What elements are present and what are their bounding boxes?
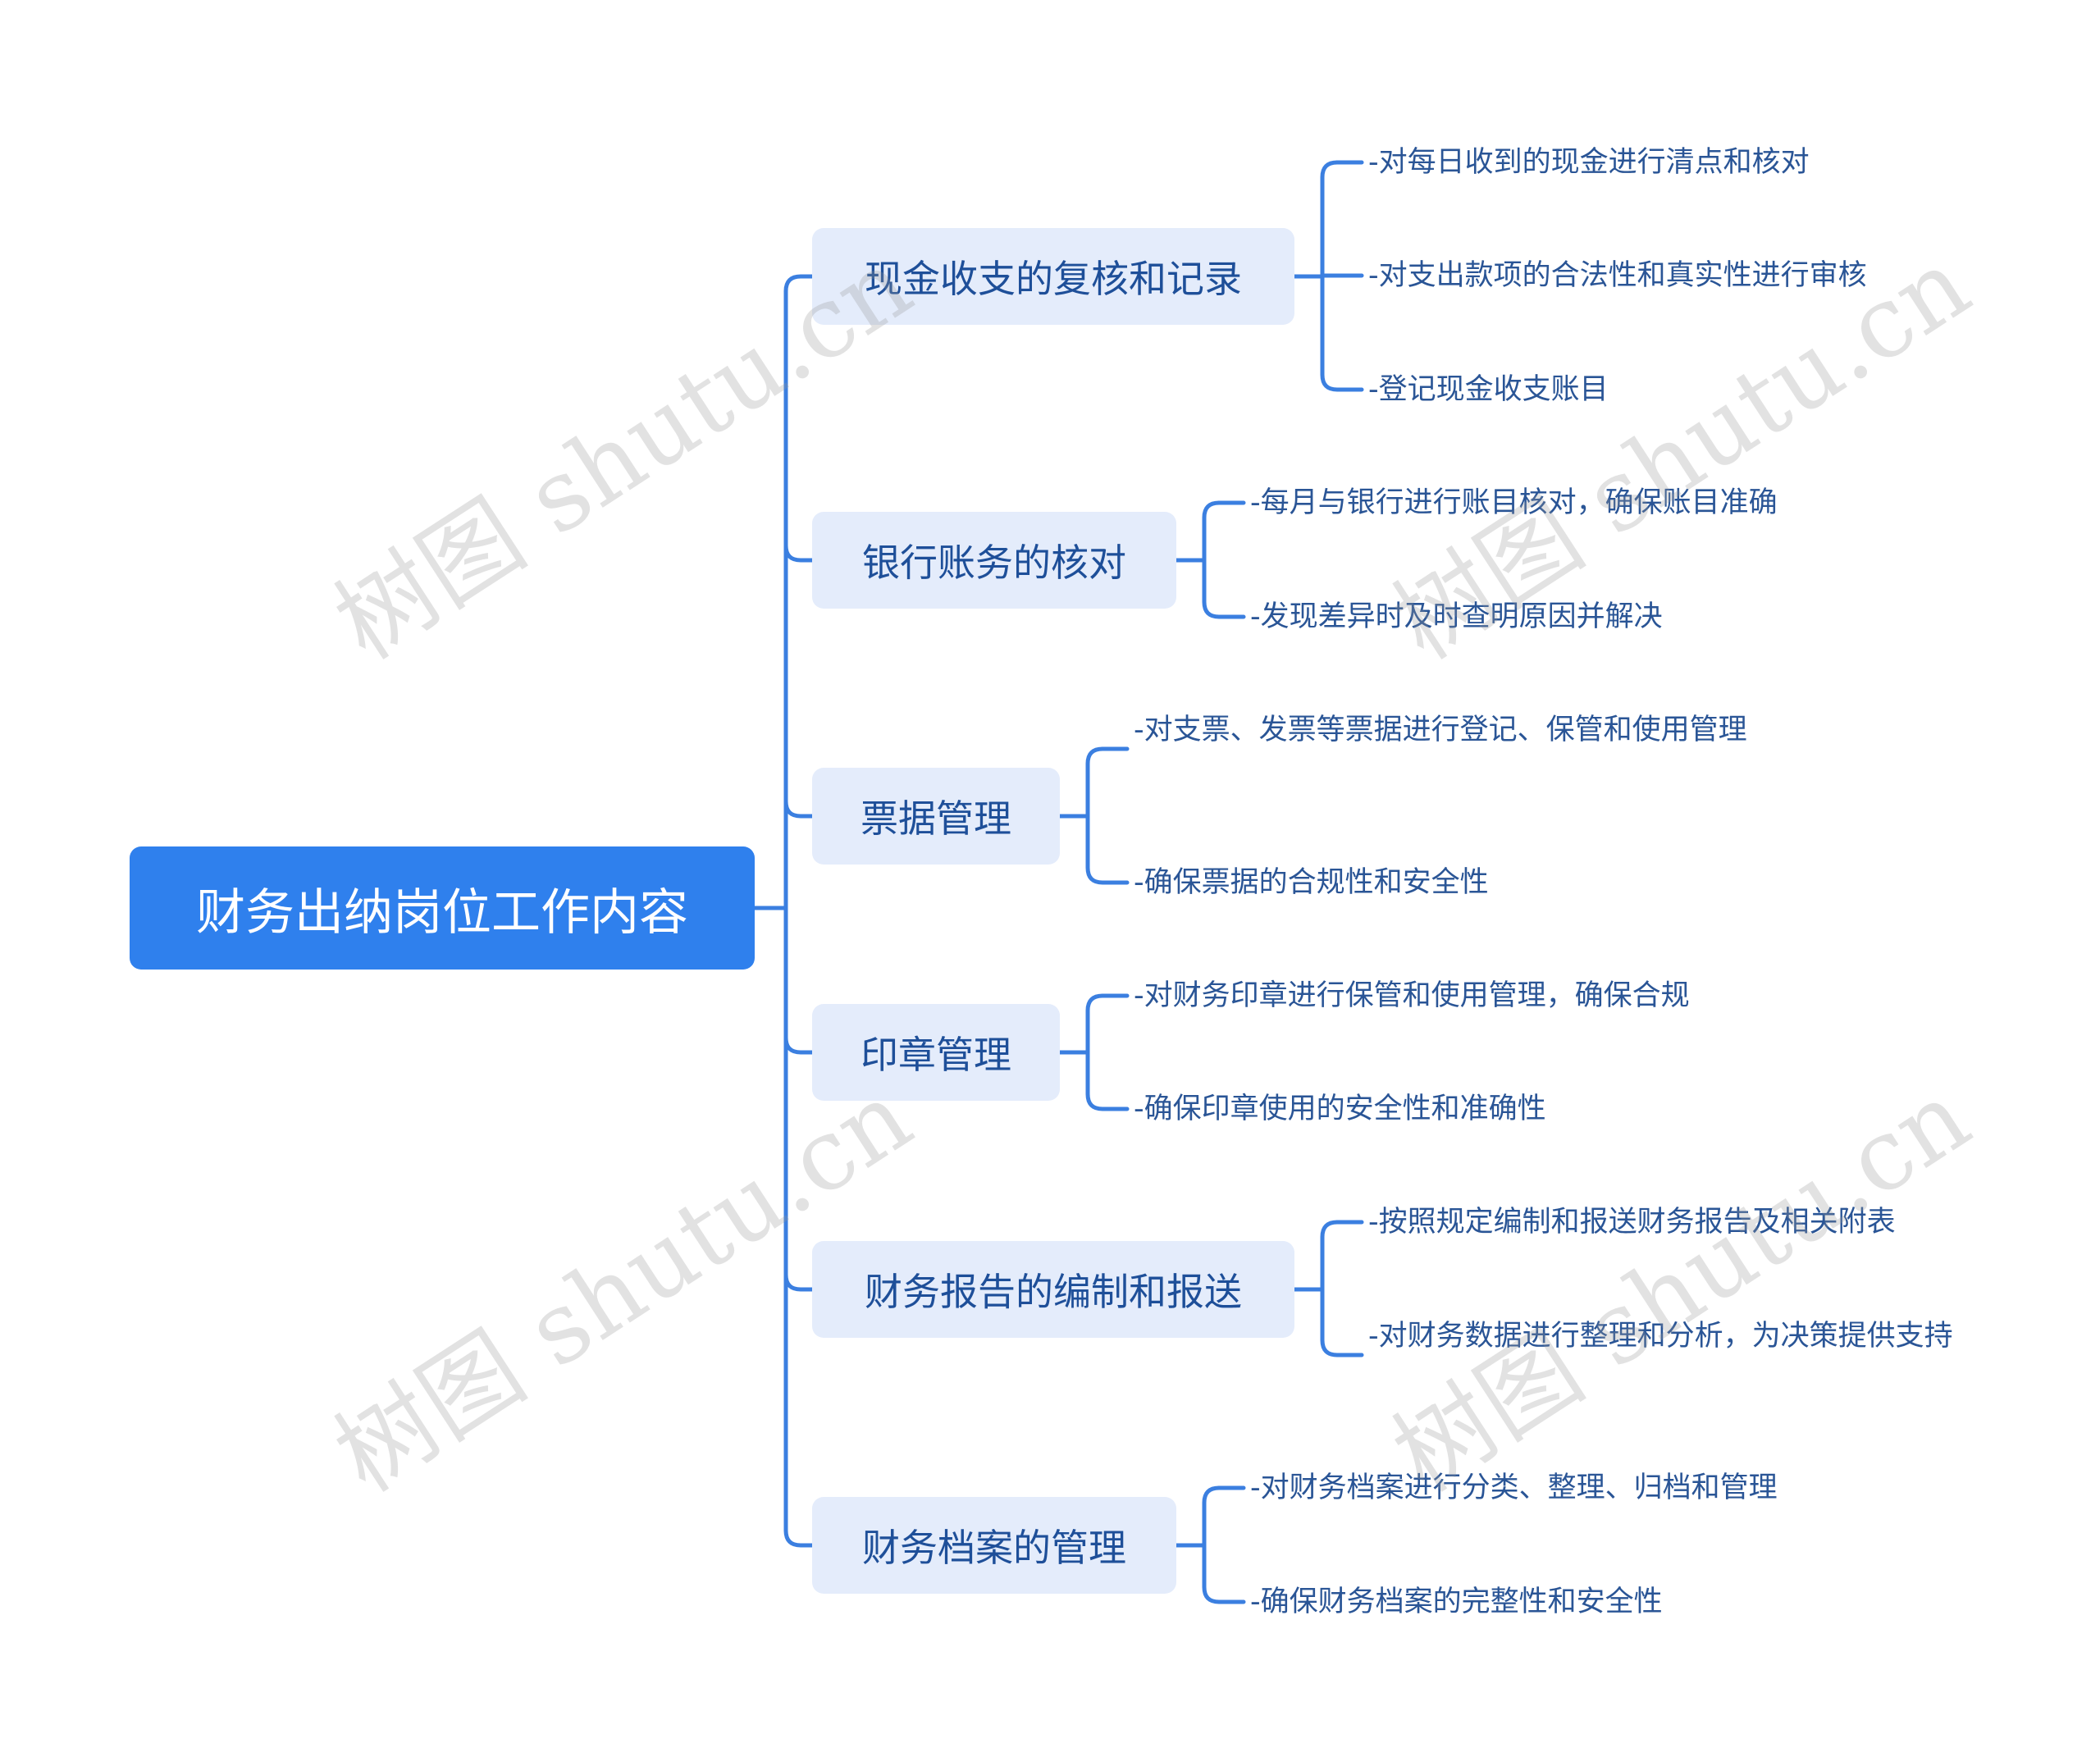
leaf-item[interactable]: -按照规定编制和报送财务报告及相关附表	[1368, 1206, 1896, 1239]
branch-topic-reports[interactable]: 财务报告的编制和报送	[812, 1241, 1294, 1338]
leaf-item[interactable]: -对财务印章进行保管和使用管理，确保合规	[1134, 979, 1690, 1012]
leaf-item[interactable]: -确保财务档案的完整性和安全性	[1250, 1586, 1663, 1618]
branch-label: 财务报告的编制和报送	[865, 1270, 1242, 1314]
branch-connector	[783, 1528, 815, 1548]
branch-connector	[783, 799, 815, 819]
branch-label: 银行账务的核对	[862, 541, 1126, 585]
leaf-bracket	[1202, 500, 1246, 619]
leaf-item[interactable]: -对财务数据进行整理和分析，为决策提供支持	[1368, 1320, 1953, 1353]
branch-label: 印章管理	[861, 1033, 1011, 1077]
leaf-item[interactable]: -每月与银行进行账目核对，确保账目准确	[1250, 486, 1778, 519]
leaf-item[interactable]: -确保印章使用的安全性和准确性	[1134, 1093, 1546, 1125]
leaf-item[interactable]: -登记现金收支账目	[1368, 373, 1609, 406]
leaf-item[interactable]: -对财务档案进行分类、整理、归档和管理	[1250, 1472, 1778, 1504]
branch-label: 票据管理	[861, 796, 1011, 841]
leaf-item[interactable]: -对每日收到的现金进行清点和核对	[1368, 146, 1810, 179]
leaf-bracket	[1320, 1220, 1364, 1357]
leaf-bracket	[1202, 1485, 1246, 1604]
root-topic-label: 财务出纳岗位工作内容	[196, 883, 688, 942]
branch-topic-bills[interactable]: 票据管理	[812, 768, 1060, 865]
branch-connector	[783, 1272, 815, 1292]
leaf-item[interactable]: -发现差异时及时查明原因并解决	[1250, 600, 1663, 633]
branch-topic-archives[interactable]: 财务档案的管理	[812, 1497, 1176, 1594]
root-topic[interactable]: 财务出纳岗位工作内容	[130, 846, 755, 970]
branch-topic-bank[interactable]: 银行账务的核对	[812, 512, 1176, 609]
leaf-bracket	[1085, 993, 1130, 1111]
leaf-item[interactable]: -确保票据的合规性和安全性	[1134, 866, 1489, 899]
leaf-item[interactable]: -对支票、发票等票据进行登记、保管和使用管理	[1134, 714, 1747, 746]
branch-connector	[783, 1035, 815, 1055]
branch-connector	[783, 274, 815, 294]
leaf-bracket	[1085, 746, 1130, 885]
leaf-bracket	[1320, 160, 1364, 392]
branch-connector	[783, 543, 815, 563]
branch-label: 现金收支的复核和记录	[865, 257, 1242, 301]
branch-topic-seals[interactable]: 印章管理	[812, 1004, 1060, 1101]
leaf-item[interactable]: -对支出款项的合法性和真实性进行审核	[1368, 259, 1867, 292]
branch-topic-cash[interactable]: 现金收支的复核和记录	[812, 228, 1294, 325]
branch-label: 财务档案的管理	[862, 1526, 1126, 1570]
